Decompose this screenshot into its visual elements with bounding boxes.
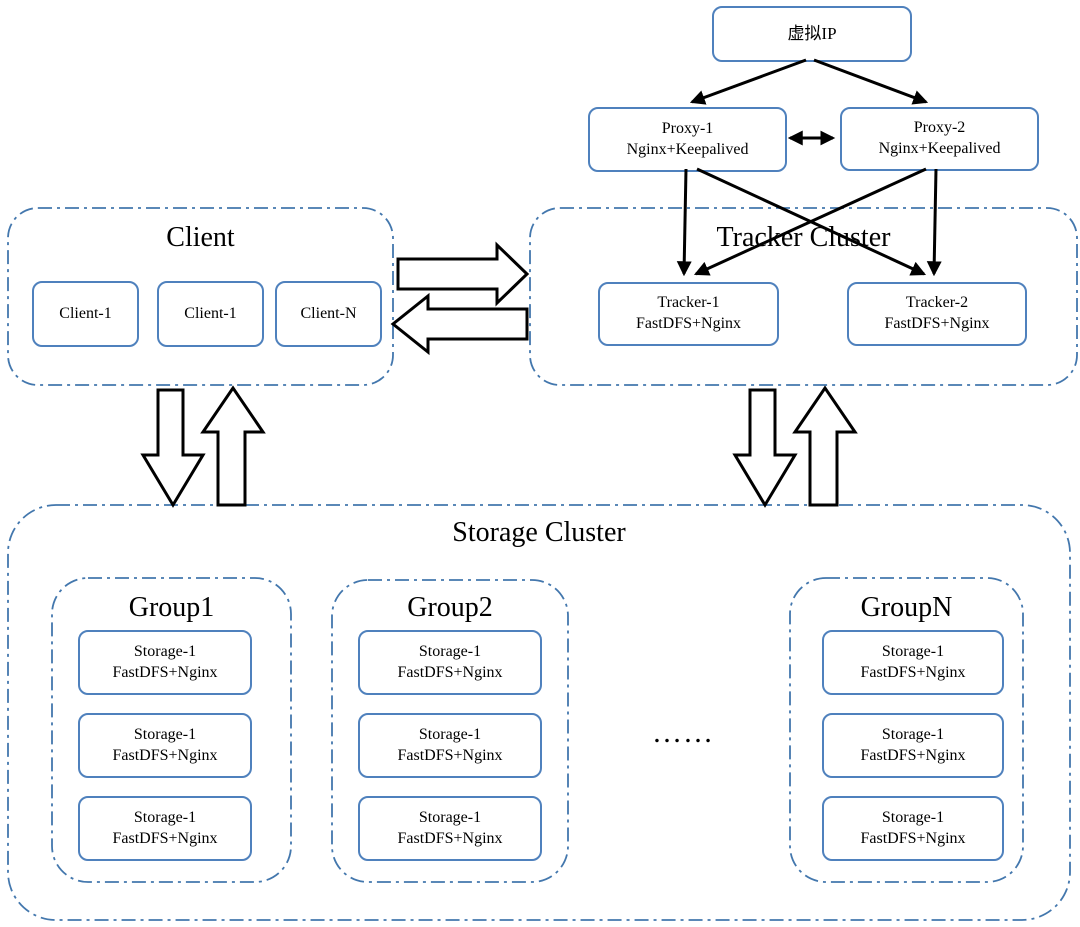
client-to-storage-down-arrow [140, 388, 206, 508]
storage-node-name: Storage-1 [418, 725, 482, 743]
proxy2-node: Proxy-2 Nginx+Keepalived [840, 107, 1039, 171]
tracker2-stack: FastDFS+Nginx [884, 315, 990, 332]
client-cluster-title: Client [166, 222, 235, 253]
proxy1-node: Proxy-1 Nginx+Keepalived [588, 107, 787, 172]
storage-cluster-title: Storage Cluster [452, 517, 626, 548]
group1-title: Group1 [128, 592, 215, 623]
storage-node-name: Storage-1 [133, 642, 197, 660]
groupN-storage-node-2: Storage-1 FastDFS+Nginx [822, 713, 1004, 778]
storage-node-name: Storage-1 [133, 808, 197, 826]
tracker2-node: Tracker-2 FastDFS+Nginx [847, 282, 1027, 346]
group2-storage-node-2: Storage-1 FastDFS+Nginx [358, 713, 542, 778]
group1-storage-node-3: Storage-1 FastDFS+Nginx [78, 796, 252, 861]
storage-node-name: Storage-1 [881, 725, 945, 743]
storage-node-name: Storage-1 [133, 725, 197, 743]
storage-node-name: Storage-1 [418, 642, 482, 660]
tracker2-name: Tracker-2 [905, 294, 969, 312]
tracker-to-client-arrow [390, 292, 529, 356]
group2-storage-node-1: Storage-1 FastDFS+Nginx [358, 630, 542, 695]
storage-node-name: Storage-1 [881, 642, 945, 660]
storage-node-stack: FastDFS+Nginx [397, 746, 503, 764]
proxy1-name: Proxy-1 [661, 119, 714, 137]
virtual-ip-node: 虚拟IP [712, 6, 912, 62]
tracker-cluster-title: Tracker Cluster [716, 222, 891, 253]
vip-to-proxy2-arrow [813, 58, 929, 105]
group1-storage-node-1: Storage-1 FastDFS+Nginx [78, 630, 252, 695]
storage-node-stack: FastDFS+Nginx [112, 663, 218, 681]
storage-node-stack: FastDFS+Nginx [397, 829, 503, 847]
tracker1-stack: FastDFS+Nginx [635, 315, 742, 332]
vip-to-proxy1-arrow [689, 58, 807, 105]
tracker1-node: Tracker-1 FastDFS+Nginx [598, 282, 779, 346]
client-node-2: Client-1 [157, 281, 264, 347]
storage-node-name: Storage-1 [881, 808, 945, 826]
storage-node-name: Storage-1 [418, 808, 482, 826]
groupN-storage-node-1: Storage-1 FastDFS+Nginx [822, 630, 1004, 695]
tracker-to-storage-down-arrow [732, 388, 798, 508]
client-node-n-label: Client-N [300, 304, 357, 322]
client-node-1-label: Client-1 [59, 304, 112, 322]
client-node-n: Client-N [275, 281, 382, 347]
client-node-2-label: Client-1 [184, 304, 237, 322]
proxy2-stack: Nginx+Keepalived [878, 140, 1001, 157]
group1-storage-node-2: Storage-1 FastDFS+Nginx [78, 713, 252, 778]
client-node-1: Client-1 [32, 281, 139, 347]
virtual-ip-label: 虚拟IP [787, 23, 837, 43]
group2-storage-node-3: Storage-1 FastDFS+Nginx [358, 796, 542, 861]
groupN-title: GroupN [860, 592, 953, 623]
client-to-tracker-arrow [396, 241, 530, 307]
storage-node-stack: FastDFS+Nginx [112, 829, 218, 847]
storage-node-stack: FastDFS+Nginx [860, 829, 966, 847]
storage-to-tracker-up-arrow [792, 385, 858, 507]
groupN-storage-node-3: Storage-1 FastDFS+Nginx [822, 796, 1004, 861]
proxy1-stack: Nginx+Keepalived [626, 140, 749, 158]
storage-node-stack: FastDFS+Nginx [860, 746, 966, 764]
groups-ellipsis: …… [652, 716, 714, 749]
tracker1-name: Tracker-1 [657, 294, 720, 312]
proxy2-name: Proxy-2 [913, 119, 966, 137]
storage-node-stack: FastDFS+Nginx [860, 663, 966, 681]
storage-to-client-up-arrow [200, 385, 266, 507]
storage-node-stack: FastDFS+Nginx [112, 746, 218, 764]
group2-title: Group2 [407, 592, 493, 623]
storage-node-stack: FastDFS+Nginx [397, 663, 503, 681]
